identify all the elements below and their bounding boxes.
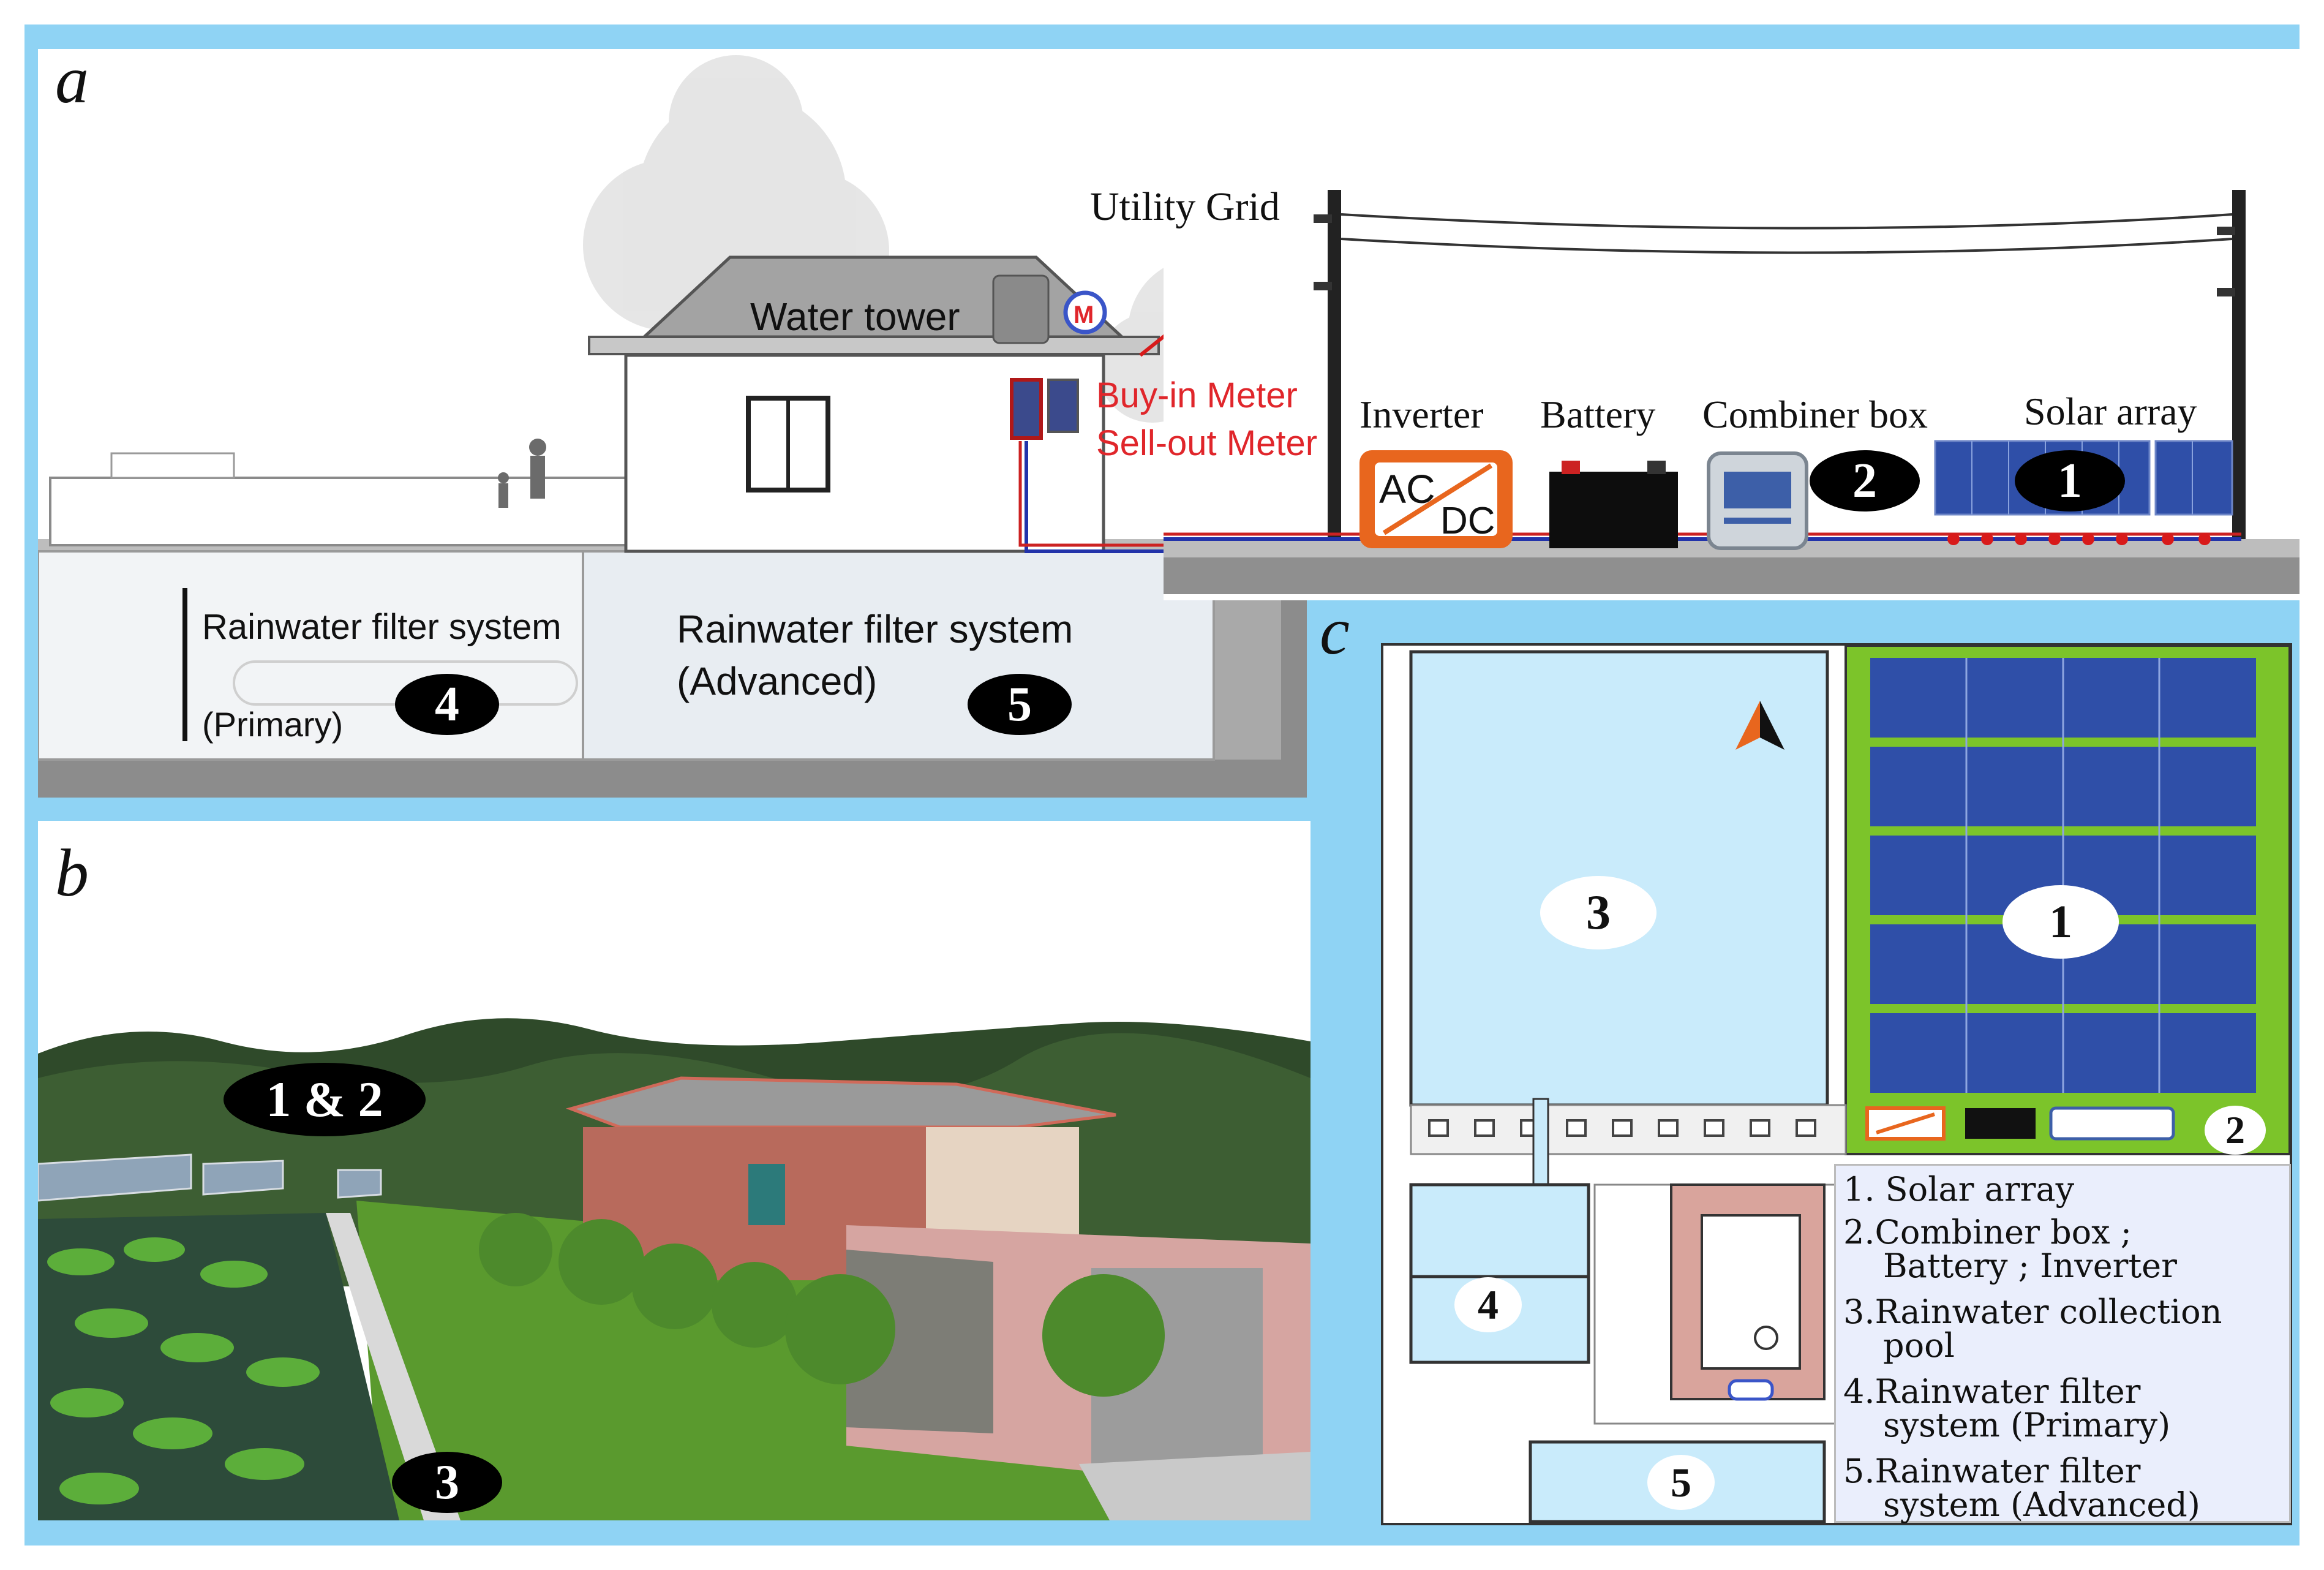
rf-primary-label-2: (Primary)	[202, 705, 344, 744]
rf-primary-label-1: Rainwater filter system	[202, 607, 562, 647]
electrical-illustration	[1164, 190, 2300, 594]
utility-grid-label: Utility Grid	[1090, 184, 1280, 229]
meter-symbol: M	[1074, 301, 1094, 328]
legend-box	[1834, 1164, 2291, 1523]
inverter-ac-text: AC	[1379, 466, 1435, 511]
inverter-label: Inverter	[1359, 393, 1484, 436]
inverter-dc-text: DC	[1440, 500, 1495, 542]
badge-a-5: 5	[968, 674, 1072, 735]
panel-letter-a: a	[55, 42, 89, 117]
badge-c-2: 2	[2205, 1106, 2266, 1155]
badge-b-3: 3	[392, 1452, 502, 1513]
panel-a-electrical	[1164, 49, 2300, 600]
panel-letter-b: b	[55, 836, 89, 910]
legend-item-4b: system (Primary)	[1883, 1406, 2171, 1444]
badge-c-1: 1	[2002, 885, 2119, 959]
legend-item-3a: 3.Rainwater collection	[1843, 1293, 2222, 1331]
rf-advanced-label-2: (Advanced)	[677, 659, 878, 703]
badge-c-5: 5	[1647, 1455, 1715, 1510]
solar-array-label: Solar array	[2024, 390, 2197, 433]
site-plan	[1409, 646, 2290, 1523]
buy-in-meter-label: Buy-in Meter	[1096, 376, 1298, 415]
legend-item-5a: 5.Rainwater filter	[1843, 1452, 2141, 1490]
panel-a-illustration	[38, 55, 1307, 798]
legend-item-5b: system (Advanced)	[1883, 1485, 2200, 1524]
panel-letter-c: c	[1320, 594, 1350, 668]
water-tower-label: Water tower	[750, 295, 960, 339]
combiner-box-label: Combiner box	[1702, 393, 1928, 436]
sell-out-meter-label: Sell-out Meter	[1096, 423, 1318, 463]
legend-item-3b: pool	[1883, 1326, 1955, 1365]
badge-a-2: 2	[1810, 450, 1920, 511]
legend-item-1: 1. Solar array	[1843, 1170, 2075, 1209]
panel-b	[38, 821, 1311, 1520]
badge-a-4: 4	[395, 674, 499, 735]
panel-a	[38, 49, 1307, 798]
legend-item-2b: Battery ; Inverter	[1883, 1247, 2177, 1285]
legend-item-2a: 2.Combiner box ;	[1843, 1213, 2132, 1251]
badge-a-1: 1	[2015, 450, 2125, 511]
legend-item-4a: 4.Rainwater filter	[1843, 1372, 2141, 1411]
badge-b-1-2: 1 & 2	[224, 1063, 426, 1136]
badge-c-4: 4	[1454, 1277, 1522, 1332]
rf-advanced-label-1: Rainwater filter system	[677, 607, 1074, 651]
battery-label: Battery	[1540, 393, 1656, 436]
panel-b-rendering	[38, 1018, 1311, 1520]
badge-c-3: 3	[1540, 876, 1657, 949]
